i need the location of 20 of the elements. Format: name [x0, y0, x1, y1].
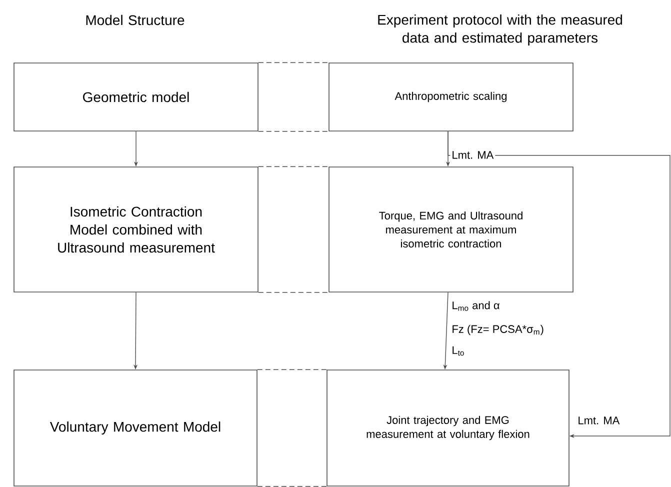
process-box: Anthropometric scaling — [328, 62, 574, 132]
connector-line — [258, 131, 329, 132]
connector-line — [257, 486, 327, 487]
connector-line — [257, 369, 327, 370]
process-box: Geometric model — [14, 62, 258, 132]
process-box: Isometric Contraction Model combined with Ultrasound measurement — [14, 166, 258, 292]
arrow — [448, 131, 670, 438]
edge-label: Lmt. MA — [450, 150, 496, 160]
edge-label: Lmt. MA — [576, 415, 622, 426]
process-box: Voluntary Movement Model — [14, 370, 258, 486]
parameter-label: L$_{to}$ — [450, 344, 466, 358]
process-box: Torque, EMG and Ultrasound measurement at maximum isometric contraction — [328, 166, 574, 292]
parameter-label: Fz (Fz= PCSA*σ$_{m}$) — [450, 323, 546, 337]
connector-line — [258, 166, 329, 167]
connector-line — [258, 62, 329, 63]
connector-line — [258, 292, 329, 293]
column-heading: Experiment protocol with the measured data and estimated parameters — [378, 14, 622, 46]
column-heading: Model Structure — [86, 14, 184, 26]
edge-label: L$_{mo}$ and α — [450, 300, 502, 312]
process-box: Joint trajectory and EMG measurement at voluntary flexion — [326, 370, 570, 486]
